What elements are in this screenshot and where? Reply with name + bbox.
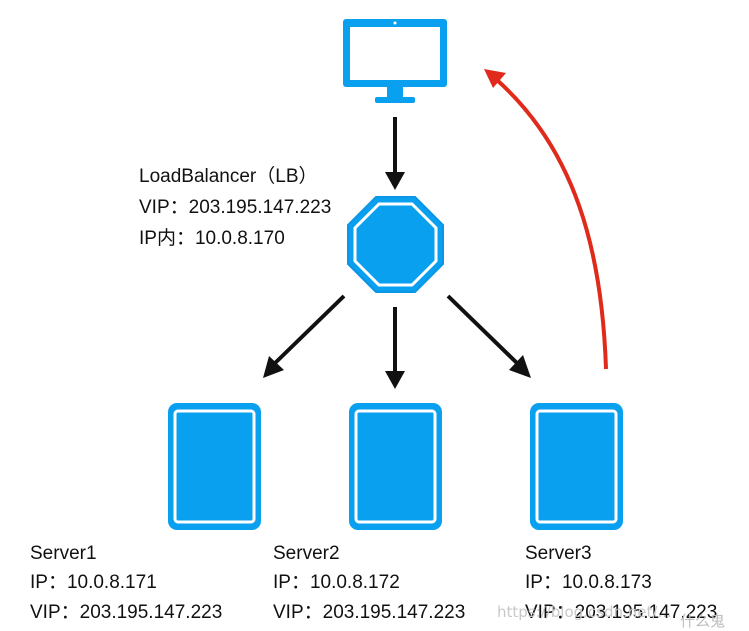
arrow-lb-to-server3 bbox=[446, 294, 522, 368]
server3-vip-label: VIP：203.195.147.223 bbox=[525, 602, 718, 623]
return-arrow-server3-to-client bbox=[495, 78, 608, 370]
lb-name-label: LoadBalancer（LB） bbox=[139, 166, 318, 187]
return-arrow-head bbox=[484, 69, 506, 88]
server1-name-label: Server1 bbox=[30, 543, 97, 564]
watermark-url: https://blog.csdn.net/... bbox=[497, 603, 672, 621]
server3-tablet-icon bbox=[530, 403, 623, 530]
lb-internal-ip-label: IP内：10.0.8.170 bbox=[139, 228, 285, 249]
server1-tablet-icon bbox=[168, 403, 261, 530]
client-monitor-icon bbox=[343, 19, 447, 103]
load-balancer-octagon-icon bbox=[347, 196, 444, 293]
server1-vip-label: VIP：203.195.147.223 bbox=[30, 602, 223, 623]
lb-vip-label: VIP：203.195.147.223 bbox=[139, 197, 332, 218]
arrow-client-to-lb-head bbox=[385, 172, 405, 190]
server2-tablet-icon bbox=[349, 403, 442, 530]
watermark-brand: 什么鬼 bbox=[680, 612, 726, 630]
server2-ip-label: IP：10.0.8.172 bbox=[273, 572, 400, 593]
arrow-lb-to-server3-head bbox=[509, 355, 531, 378]
server3-name-label: Server3 bbox=[525, 543, 592, 564]
arrow-lb-to-server1-head bbox=[263, 356, 284, 378]
server1-ip-label: IP：10.0.8.171 bbox=[30, 572, 157, 593]
server3-ip-label: IP：10.0.8.173 bbox=[525, 572, 652, 593]
arrow-lb-to-server2-head bbox=[385, 371, 405, 389]
server2-name-label: Server2 bbox=[273, 543, 340, 564]
server2-vip-label: VIP：203.195.147.223 bbox=[273, 602, 466, 623]
arrow-lb-to-server1 bbox=[270, 294, 346, 368]
